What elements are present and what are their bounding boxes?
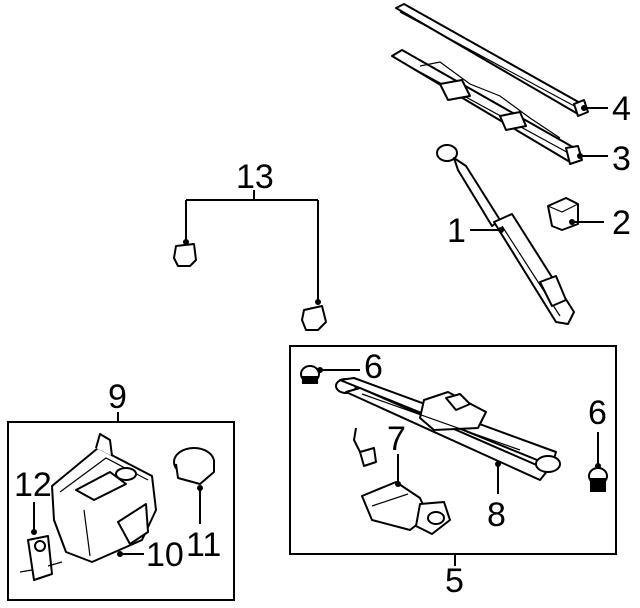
wiper-blade-assembly [391,49,583,165]
callout-5: 5 [445,562,464,600]
wiper-linkage [335,377,561,481]
wiper-blade-refill [395,3,589,117]
callout-13: 13 [236,158,274,196]
callout-6a: 6 [364,348,383,386]
bushing-right [588,467,608,492]
arm-cap [547,197,579,231]
wiper-motor [361,481,451,535]
washer-nozzles [173,190,327,331]
callout-9: 9 [108,378,127,416]
callout-11: 11 [186,526,221,564]
callout-1: 1 [447,212,466,250]
callout-4: 4 [612,90,631,128]
wiper-arm [436,144,575,325]
leader-lines-upper-right [470,105,608,233]
linkage-group-box [289,345,617,566]
reservoir-group-box [7,412,235,601]
bushing-left [300,365,320,384]
callout-3: 3 [612,140,631,178]
washer-pump [19,535,63,581]
wiring-connector [352,427,377,467]
washer-reservoir [51,433,157,563]
reservoir-cap [173,447,215,485]
callout-8: 8 [487,496,506,534]
callout-7: 7 [387,420,406,458]
callout-12: 12 [14,466,52,504]
callout-2: 2 [612,204,631,242]
callout-6b: 6 [588,394,607,432]
callout-10: 10 [146,536,184,574]
